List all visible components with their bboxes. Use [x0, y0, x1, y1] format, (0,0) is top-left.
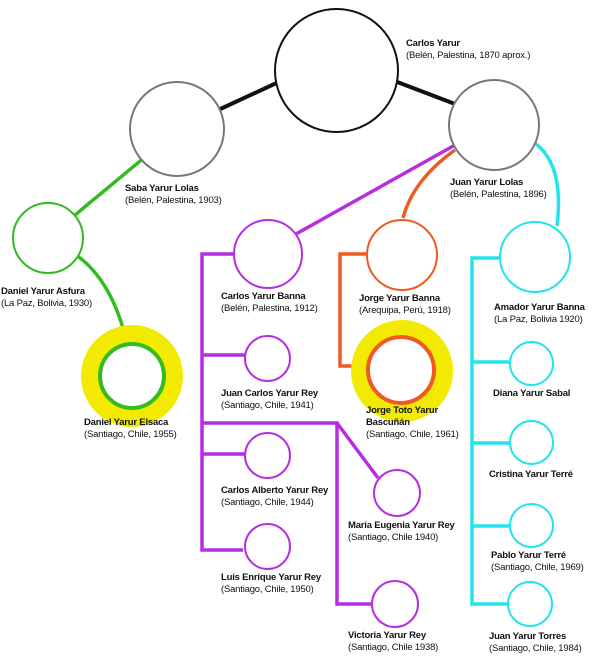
info: (Santiago, Chile 1940) — [348, 532, 439, 543]
node-amador-yarur-banna[interactable] — [499, 221, 571, 293]
label-carlos-yarur-banna: Carlos Yarur Banna (Belén, Palestina, 19… — [221, 291, 318, 315]
node-carlos-yarur-banna[interactable] — [233, 219, 303, 289]
info: (Santiago, Chile, 1950) — [221, 584, 314, 595]
name: Daniel Yarur Elsaca — [84, 417, 169, 428]
name: Carlos Yarur — [406, 38, 460, 49]
name: Juan Yarur Lolas — [450, 177, 524, 188]
connector-saba-daniel-asfura — [73, 155, 147, 217]
label-diana-yarur-sabal: Diana Yarur Sabal — [493, 388, 570, 400]
label-pablo-yarur-terre: Pablo Yarur Terré (Santiago, Chile, 1969… — [491, 550, 584, 574]
info: (Belén, Palestina, 1896) — [450, 189, 547, 200]
node-juan-carlos-yarur-rey[interactable] — [244, 335, 291, 382]
node-cristina-yarur-terre[interactable] — [509, 420, 554, 465]
node-saba-yarur-lolas[interactable] — [129, 81, 225, 177]
connector-carlos-saba — [215, 78, 284, 113]
info: (Arequipa, Perú, 1918) — [359, 305, 451, 316]
label-luis-enrique-yarur-rey: Luis Enrique Yarur Rey (Santiago, Chile,… — [221, 572, 321, 596]
label-amador-yarur-banna: Amador Yarur Banna (La Paz, Bolivia 1920… — [494, 302, 585, 326]
connector-to-maria-eugenia — [335, 421, 380, 480]
node-maria-eugenia-yarur-rey[interactable] — [373, 469, 421, 517]
label-cristina-yarur-terre: Cristina Yarur Terré — [489, 469, 573, 481]
name: Diana Yarur Sabal — [493, 388, 571, 399]
node-pablo-yarur-terre[interactable] — [509, 503, 554, 548]
info: (Santiago, Chile 1938) — [348, 642, 439, 653]
name: Jorge Yarur Banna — [359, 293, 440, 304]
connector-juan-amador — [529, 138, 561, 227]
label-daniel-yarur-asfura: Daniel Yarur Asfura (La Paz, Bolivia, 19… — [1, 286, 92, 310]
node-carlos-alberto-yarur-rey[interactable] — [244, 432, 291, 479]
info: (Santiago, Chile, 1955) — [84, 429, 177, 440]
label-jorge-toto-yarur-bascunan: Jorge Toto Yarur Bascuñán (Santiago, Chi… — [366, 405, 466, 441]
node-juan-yarur-torres[interactable] — [507, 581, 553, 627]
connector-carlos-juan — [391, 78, 456, 106]
name: Victoria Yarur Rey — [348, 630, 426, 641]
node-diana-yarur-sabal[interactable] — [509, 341, 554, 386]
node-carlos-yarur[interactable] — [274, 8, 399, 133]
name: Pablo Yarur Terré — [491, 550, 566, 561]
name: María Eugenia Yarur Rey — [348, 520, 455, 531]
name: Luis Enrique Yarur Rey — [221, 572, 321, 583]
name: Jorge Toto Yarur Bascuñán — [366, 405, 438, 428]
info: (La Paz, Bolivia 1920) — [494, 314, 583, 325]
label-carlos-alberto-yarur-rey: Carlos Alberto Yarur Rey (Santiago, Chil… — [221, 485, 328, 509]
name: Cristina Yarur Terré — [489, 469, 573, 480]
node-luis-enrique-yarur-rey[interactable] — [244, 523, 291, 570]
label-saba-yarur-lolas: Saba Yarur Lolas (Belén, Palestina, 1903… — [125, 183, 222, 207]
info: (La Paz, Bolivia, 1930) — [1, 298, 92, 309]
label-maria-eugenia-yarur-rey: María Eugenia Yarur Rey (Santiago, Chile… — [348, 520, 455, 544]
name: Juan Yarur Torres — [489, 631, 567, 642]
label-juan-yarur-torres: Juan Yarur Torres (Santiago, Chile, 1984… — [489, 631, 582, 655]
connector-juan-jorge-banna — [401, 148, 457, 219]
label-daniel-yarur-elsaca: Daniel Yarur Elsaca (Santiago, Chile, 19… — [84, 417, 177, 441]
node-daniel-yarur-elsaca[interactable] — [98, 342, 166, 410]
name: Carlos Alberto Yarur Rey — [221, 485, 329, 496]
name: Saba Yarur Lolas — [125, 183, 199, 194]
info: (Santiago, Chile, 1984) — [489, 643, 582, 654]
connector-carlos-banna-children — [200, 252, 243, 552]
name: Amador Yarur Banna — [494, 302, 585, 313]
name: Juan Carlos Yarur Rey — [221, 388, 319, 399]
info: (Santiago, Chile, 1944) — [221, 497, 314, 508]
node-victoria-yarur-rey[interactable] — [371, 580, 419, 628]
connector-to-lower-right — [202, 421, 372, 606]
label-jorge-yarur-banna: Jorge Yarur Banna (Arequipa, Perú, 1918) — [359, 293, 451, 317]
info: (Santiago, Chile, 1969) — [491, 562, 584, 573]
node-jorge-toto-yarur-bascunan[interactable] — [366, 335, 436, 405]
info: (Belén, Palestina, 1912) — [221, 303, 318, 314]
info: (Santiago, Chile, 1961) — [366, 429, 459, 440]
label-juan-yarur-lolas: Juan Yarur Lolas (Belén, Palestina, 1896… — [450, 177, 547, 201]
label-juan-carlos-yarur-rey: Juan Carlos Yarur Rey (Santiago, Chile, … — [221, 388, 318, 412]
info: (Belén, Palestina, 1870 aprox.) — [406, 50, 531, 61]
node-juan-yarur-lolas[interactable] — [448, 79, 540, 171]
info: (Belén, Palestina, 1903) — [125, 195, 222, 206]
info: (Santiago, Chile, 1941) — [221, 400, 314, 411]
connector-juan-carlos-banna — [295, 143, 456, 236]
node-daniel-yarur-asfura[interactable] — [12, 202, 84, 274]
name: Daniel Yarur Asfura — [1, 286, 85, 297]
node-jorge-yarur-banna[interactable] — [366, 219, 438, 291]
name: Carlos Yarur Banna — [221, 291, 306, 302]
label-victoria-yarur-rey: Victoria Yarur Rey (Santiago, Chile 1938… — [348, 630, 438, 654]
connector-amador-children — [470, 256, 508, 606]
label-carlos-yarur: Carlos Yarur (Belén, Palestina, 1870 apr… — [406, 38, 530, 62]
